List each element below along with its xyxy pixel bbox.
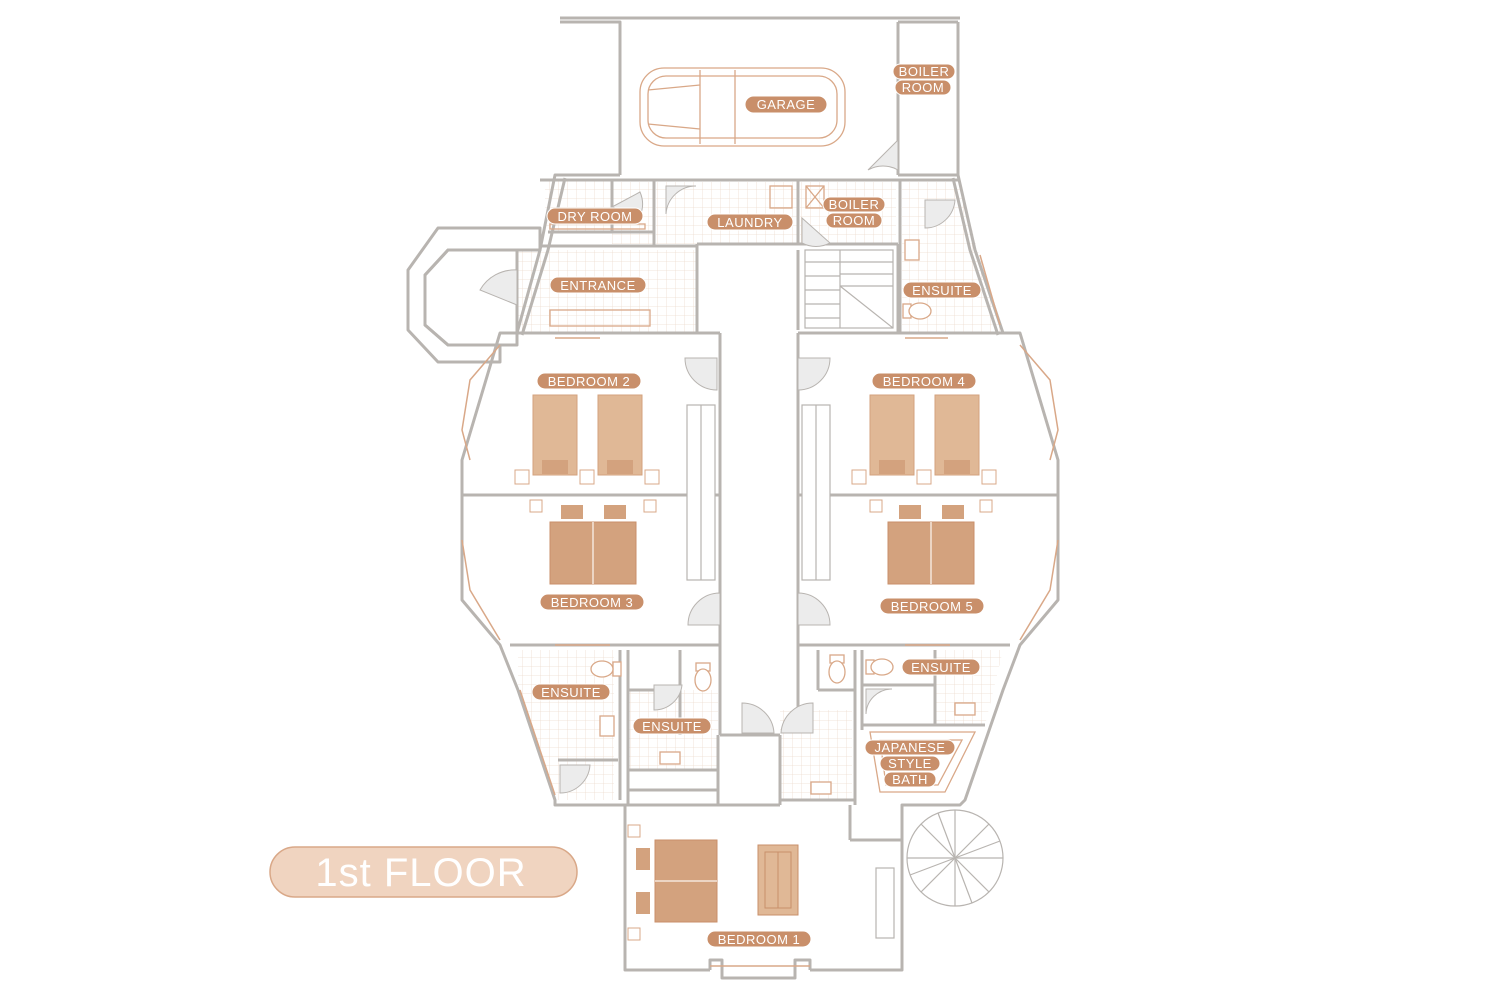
svg-text:BOILER: BOILER: [899, 64, 950, 79]
label-bedroom-3: BEDROOM 3: [539, 593, 645, 611]
wardrobes: [686, 404, 895, 939]
door-swings: [479, 138, 956, 794]
pillow-icon: [944, 460, 970, 474]
svg-text:BEDROOM 3: BEDROOM 3: [551, 595, 634, 610]
pillow-icon: [542, 460, 568, 474]
label-bedroom-4: BEDROOM 4: [871, 372, 977, 390]
bathroom-fixtures: [549, 185, 977, 795]
toilet-icon: [870, 658, 894, 676]
toilet-icon: [908, 302, 932, 320]
svg-text:BEDROOM 1: BEDROOM 1: [718, 932, 801, 947]
pillow-icon: [899, 505, 921, 519]
tiled-floors: [517, 180, 1003, 800]
svg-text:STYLE: STYLE: [888, 756, 932, 771]
svg-text:ENSUITE: ENSUITE: [642, 719, 702, 734]
toilet-icon: [612, 661, 622, 677]
sink-icon: [810, 781, 832, 795]
svg-text:DRY ROOM: DRY ROOM: [557, 209, 632, 224]
pillow-icon: [942, 505, 964, 519]
svg-text:LAUNDRY: LAUNDRY: [717, 215, 782, 230]
label-bedroom-5: BEDROOM 5: [879, 597, 985, 615]
pillow-icon: [607, 460, 633, 474]
toilet-icon: [694, 668, 712, 692]
label-boiler-room-garage: BOILER ROOM: [892, 63, 956, 96]
car-icon: [639, 67, 846, 147]
sink-icon: [659, 751, 681, 765]
svg-text:BATH: BATH: [892, 772, 928, 787]
label-garage: GARAGE: [744, 95, 828, 114]
svg-text:BEDROOM 5: BEDROOM 5: [891, 599, 974, 614]
svg-text:ENSUITE: ENSUITE: [912, 283, 972, 298]
label-bedroom-2: BEDROOM 2: [536, 372, 642, 390]
spiral-staircase: [906, 809, 1004, 907]
bay-windows: [461, 254, 1059, 967]
pillow-icon: [561, 505, 583, 519]
floor-title-badge: 1st FLOOR: [269, 846, 578, 898]
label-boiler-room: BOILER ROOM: [822, 196, 886, 229]
svg-text:ROOM: ROOM: [833, 213, 875, 228]
label-laundry: LAUNDRY: [706, 213, 794, 231]
toilet-icon: [590, 660, 614, 678]
label-ensuite-right: ENSUITE: [901, 658, 981, 676]
svg-text:GARAGE: GARAGE: [757, 97, 816, 112]
sink-icon: [954, 702, 976, 716]
pillow-icon: [636, 848, 650, 870]
pillow-icon: [636, 892, 650, 914]
walls: [406, 16, 1060, 980]
svg-text:BOILER: BOILER: [829, 197, 880, 212]
svg-text:ENSUITE: ENSUITE: [911, 660, 971, 675]
label-entrance: ENTRANCE: [549, 276, 647, 294]
svg-text:ENTRANCE: ENTRANCE: [560, 278, 636, 293]
floor-title: 1st FLOOR: [315, 851, 526, 895]
label-ensuite-top-right: ENSUITE: [902, 281, 982, 299]
svg-text:JAPANESE: JAPANESE: [875, 740, 946, 755]
svg-text:ENSUITE: ENSUITE: [541, 685, 601, 700]
label-ensuite-left-inner: ENSUITE: [632, 717, 712, 735]
room-labels: GARAGE BOILER ROOM DRY ROOM LAUNDRY BOIL…: [531, 63, 985, 948]
stairs: [804, 249, 894, 329]
label-ensuite-left-outer: ENSUITE: [531, 683, 611, 701]
sink-icon: [904, 239, 920, 261]
svg-text:ROOM: ROOM: [902, 80, 944, 95]
beds: [514, 394, 997, 941]
pillow-icon: [879, 460, 905, 474]
svg-text:BEDROOM 2: BEDROOM 2: [548, 374, 631, 389]
label-dry-room: DRY ROOM: [546, 207, 644, 225]
label-japanese-style-bath: JAPANESE STYLE BATH: [864, 739, 956, 788]
toilet-icon: [828, 660, 846, 684]
label-bedroom-1: BEDROOM 1: [706, 930, 812, 948]
svg-text:BEDROOM 4: BEDROOM 4: [883, 374, 966, 389]
pillow-icon: [604, 505, 626, 519]
sink-icon: [599, 715, 615, 737]
